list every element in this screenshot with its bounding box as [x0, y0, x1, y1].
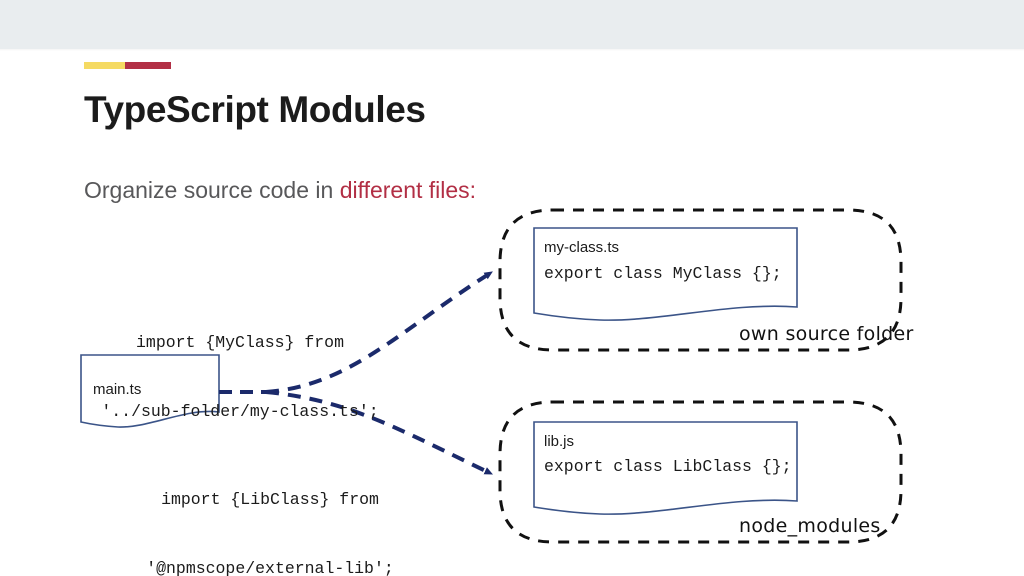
subtitle-plain-text: Organize source code in — [84, 177, 340, 203]
connector-main-to-my-class — [265, 270, 494, 394]
import-annotation-lib-class-line1: import {LibClass} from — [161, 490, 379, 509]
header-band — [0, 0, 1024, 49]
file-shape-lib-js — [533, 421, 798, 515]
container-node-modules-outline — [498, 400, 903, 544]
file-code-my-class-ts: export class MyClass {}; — [544, 264, 782, 283]
subtitle-highlight-text: different files: — [339, 177, 477, 203]
container-own-source-folder-outline — [498, 208, 903, 352]
header-band-shadow — [0, 49, 1024, 51]
file-shape-my-class-ts — [533, 227, 798, 321]
import-annotation-lib-class-line2: '@npmscope/external-lib'; — [146, 559, 394, 576]
import-annotation-my-class: import {MyClass} from '../sub-folder/my-… — [80, 285, 400, 469]
import-annotation-my-class-line2: '../sub-folder/my-class.ts'; — [101, 402, 379, 421]
page-subtitle: Organize source code in different files: — [84, 177, 476, 204]
file-shape-main-ts — [80, 354, 220, 428]
accent-bar-red-segment — [124, 62, 171, 69]
container-label-own-source-folder: own source folder — [739, 323, 914, 345]
file-label-my-class-ts: my-class.ts — [544, 239, 619, 256]
import-annotation-my-class-line1: import {MyClass} from — [136, 333, 344, 352]
connector-main-to-lib-js — [265, 390, 493, 476]
page-title: TypeScript Modules — [84, 89, 426, 130]
file-label-main-ts: main.ts — [93, 381, 142, 398]
import-annotation-lib-class: import {LibClass} from '@npmscope/extern… — [110, 442, 430, 576]
container-label-node-modules: node_modules — [739, 515, 881, 537]
accent-bar-yellow-segment — [84, 62, 125, 69]
accent-bar — [84, 62, 171, 69]
file-label-lib-js: lib.js — [544, 433, 575, 450]
file-code-lib-js: export class LibClass {}; — [544, 457, 792, 476]
